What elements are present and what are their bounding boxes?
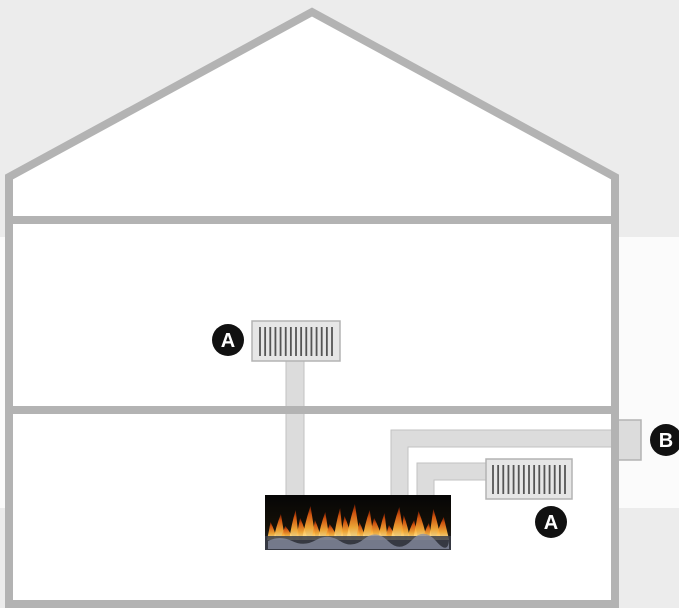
marker-label-a: A xyxy=(544,512,558,534)
marker-lower-radiator: A xyxy=(535,506,567,538)
upper-radiator xyxy=(252,321,340,361)
fireplace xyxy=(265,495,451,550)
radiator-fins xyxy=(260,327,332,356)
marker-label-a: A xyxy=(221,330,235,352)
vertical-duct-upper xyxy=(286,361,304,497)
marker-label-b: B xyxy=(659,430,673,452)
marker-upper-radiator: A xyxy=(212,324,244,356)
radiator-fins xyxy=(493,465,565,494)
lower-radiator xyxy=(486,459,572,499)
